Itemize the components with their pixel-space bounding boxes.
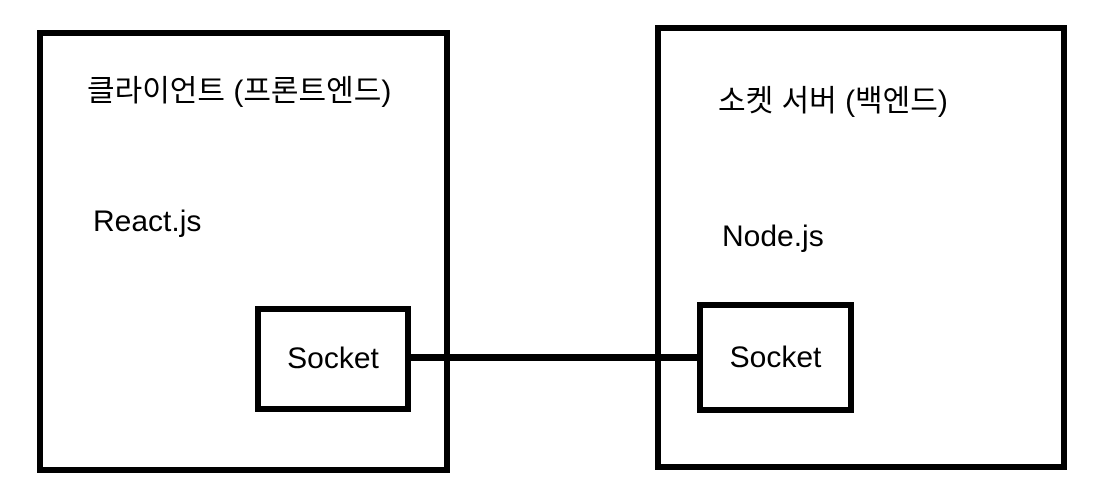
- socket-connector-line: [405, 354, 701, 361]
- socket-server-backend-box: 소켓 서버 (백엔드) Node.js Socket: [655, 25, 1067, 470]
- client-socket-box: Socket: [255, 306, 411, 412]
- server-tech-label: Node.js: [722, 220, 824, 253]
- server-box-title: 소켓 서버 (백엔드): [718, 85, 948, 118]
- client-tech-label: React.js: [93, 205, 202, 238]
- client-box-title: 클라이언트 (프론트엔드): [87, 75, 392, 108]
- server-socket-label: Socket: [729, 340, 822, 374]
- server-socket-box: Socket: [697, 302, 854, 413]
- client-frontend-box: 클라이언트 (프론트엔드) React.js Socket: [37, 30, 450, 473]
- client-socket-label: Socket: [287, 342, 379, 375]
